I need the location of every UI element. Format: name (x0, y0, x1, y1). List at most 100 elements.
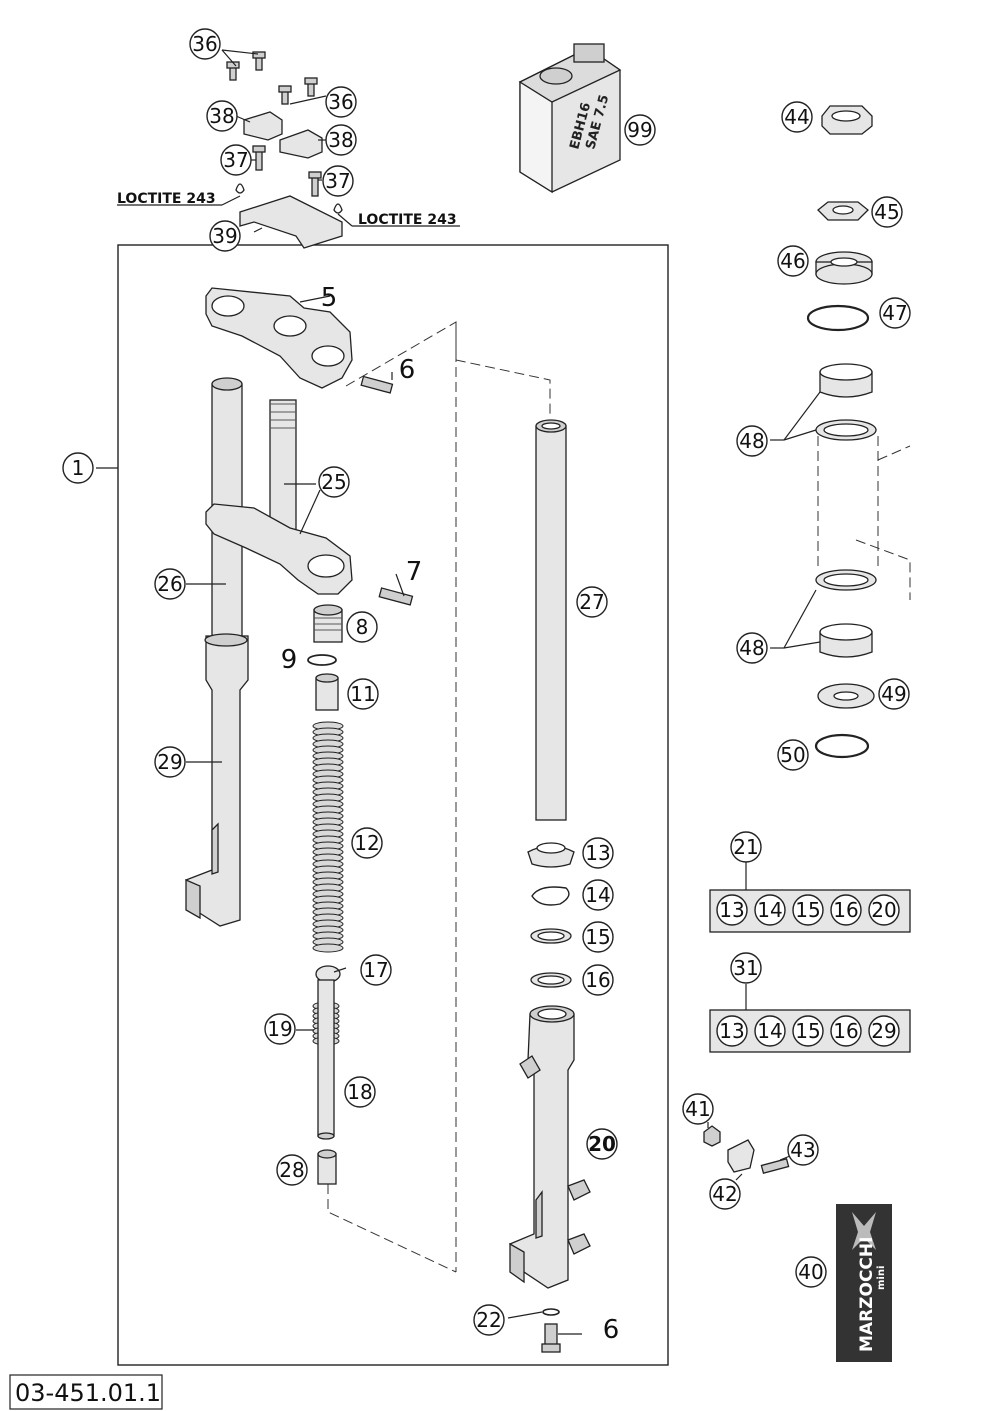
loctite-note-right: LOCTITE 243 (358, 212, 457, 228)
callout-41: 41 (682, 1093, 714, 1125)
callout-28: 28 (276, 1154, 308, 1186)
callout-38: 38 (206, 100, 238, 132)
callout-5: 5 (321, 283, 338, 313)
callout-label: 6 (399, 355, 416, 385)
kit-item: 14 (757, 898, 782, 922)
callout-label: 37 (325, 169, 350, 193)
callout-label: 20 (588, 1132, 616, 1156)
callout-label: 22 (476, 1308, 501, 1332)
exploded-right-leg (327, 321, 591, 1353)
kit-item: 16 (833, 898, 858, 922)
callout-label: 42 (712, 1182, 737, 1206)
callout-label: 11 (350, 682, 375, 706)
callout-label: 44 (784, 105, 809, 129)
callout-50: 50 (777, 739, 809, 771)
callout-45: 45 (871, 196, 903, 228)
callout-label: 28 (279, 1158, 304, 1182)
callout-label: 40 (798, 1260, 823, 1284)
callout-layer: 3636383837373999444546474848495015625726… (62, 28, 911, 1345)
callout-49: 49 (878, 678, 910, 710)
kit-31: 31 13 14 15 16 29 (716, 952, 900, 1047)
callout-label: 17 (363, 958, 388, 982)
kit-item: 15 (795, 898, 820, 922)
callout-14: 14 (582, 879, 614, 911)
callout-43: 43 (787, 1134, 819, 1166)
assembly-frame (117, 244, 669, 1366)
callout-17: 17 (360, 954, 392, 986)
steering-bearing-group (770, 105, 911, 759)
kit-item: 14 (757, 1019, 782, 1043)
callout-label: 43 (790, 1138, 815, 1162)
callout-label: 27 (579, 590, 604, 614)
callout-46: 46 (777, 245, 809, 277)
kit-number: 31 (733, 956, 758, 980)
kit-number: 21 (733, 835, 758, 859)
kit-item: 15 (795, 1019, 820, 1043)
callout-44: 44 (781, 101, 813, 133)
callout-25: 25 (318, 466, 350, 498)
callout-label: 47 (882, 301, 907, 325)
callout-99: 99 (624, 114, 656, 146)
callout-48: 48 (736, 632, 768, 664)
drawing-code-box (9, 1374, 163, 1410)
handlebar-clamp-group (117, 49, 460, 249)
fork-oil-can: EBH16 SAE 7.5 (518, 43, 622, 194)
callout-15: 15 (582, 921, 614, 953)
callout-38: 38 (325, 124, 357, 156)
assembled-fork-leg (185, 287, 414, 927)
callout-1: 1 (62, 452, 94, 484)
kit-item: 29 (871, 1019, 896, 1043)
callout-12: 12 (351, 827, 383, 859)
callout-label: 18 (347, 1080, 372, 1104)
logo-sub: mini (876, 1266, 887, 1290)
callout-48: 48 (736, 425, 768, 457)
callout-22: 22 (473, 1304, 505, 1336)
fork-internals (296, 604, 347, 1185)
callout-label: 25 (321, 470, 346, 494)
callout-label: 9 (281, 645, 298, 675)
callout-label: 38 (209, 104, 234, 128)
callout-label: 99 (627, 118, 652, 142)
callout-16: 16 (582, 964, 614, 996)
callout-36: 36 (189, 28, 221, 60)
callout-label: 14 (585, 883, 610, 907)
callout-label: 48 (739, 429, 764, 453)
kit-contents-layer: 21 13 14 15 16 20 31 13 14 15 16 29 (716, 831, 900, 1047)
clamp-group (703, 1122, 791, 1181)
callout-label: 8 (356, 615, 369, 639)
callout-40: 40 (795, 1256, 827, 1288)
callout-label: 26 (157, 572, 182, 596)
callout-37: 37 (220, 144, 252, 176)
callout-label: 7 (406, 557, 423, 587)
callout-19: 19 (264, 1013, 296, 1045)
callout-label: 50 (780, 743, 805, 767)
callout-label: 5 (321, 283, 338, 313)
callout-label: 36 (192, 32, 217, 56)
callout-label: 12 (354, 831, 379, 855)
kit-item: 13 (719, 898, 744, 922)
callout-13: 13 (582, 837, 614, 869)
callout-42: 42 (709, 1178, 741, 1210)
callout-label: 41 (685, 1097, 710, 1121)
callout-label: 1 (72, 456, 85, 480)
drawing-code: 03-451.01.1 (15, 1379, 161, 1407)
callout-label: 37 (223, 148, 248, 172)
loctite-note-left: LOCTITE 243 (117, 191, 216, 207)
callout-label: 49 (881, 682, 906, 706)
callout-7: 7 (406, 557, 423, 587)
callout-11: 11 (347, 678, 379, 710)
marzocchi-logo: MARZOCCHI mini (836, 1204, 892, 1362)
callout-27: 27 (576, 586, 608, 618)
callout-label: 6 (603, 1315, 620, 1345)
callout-label: 46 (780, 249, 805, 273)
callout-6: 6 (603, 1315, 620, 1345)
callout-label: 38 (328, 128, 353, 152)
callout-label: 48 (739, 636, 764, 660)
kit-item: 16 (833, 1019, 858, 1043)
kit-item: 20 (871, 898, 896, 922)
callout-20: 20 (586, 1128, 618, 1160)
callout-6: 6 (399, 355, 416, 385)
kit-item: 13 (719, 1019, 744, 1043)
callout-47: 47 (879, 297, 911, 329)
